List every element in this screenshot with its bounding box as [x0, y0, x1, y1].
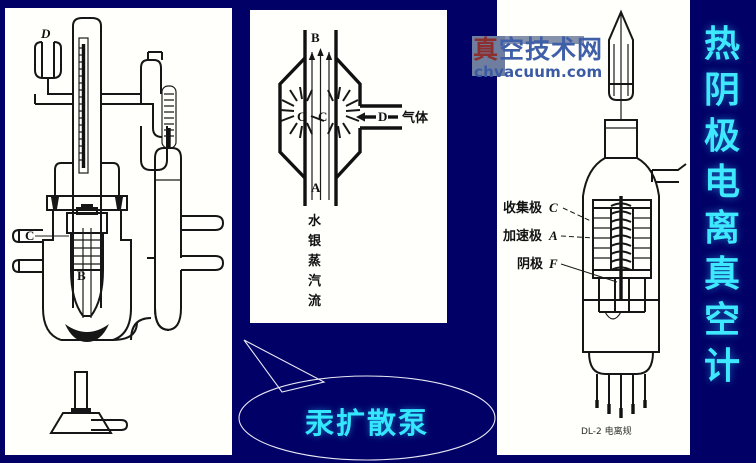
schematic-body: [278, 30, 402, 206]
title-char-4: 离: [703, 208, 740, 249]
pump-schematic-drawing: B A C C D 气体 水 银 蒸 汽 流: [278, 30, 429, 309]
label-collector-cn: 收集极: [503, 200, 543, 216]
figure-panel-ionization-gauge: 收集极 C 加速极 A 阴极 F DL-2 电离规: [497, 0, 690, 455]
title-char-5: 真: [703, 254, 740, 295]
title-char-0: 热: [703, 24, 740, 65]
grid-helix: [610, 202, 632, 271]
figure-caption-dl2: DL-2 电离规: [581, 425, 632, 437]
label-B: B: [77, 268, 86, 283]
svg-text:蒸: 蒸: [308, 253, 321, 269]
label-B: B: [311, 30, 320, 45]
title-char-7: 计: [703, 346, 740, 387]
gauge-tube: [582, 9, 687, 418]
leader-line-cathode: [560, 263, 618, 283]
svg-text:汽: 汽: [308, 273, 321, 289]
label-cathode-symbol: F: [548, 256, 558, 271]
label-accelerator-symbol: A: [548, 228, 558, 243]
label-collector-symbol: C: [549, 200, 558, 215]
callout-pointer-tail: [243, 339, 326, 393]
label-C: C: [25, 228, 34, 243]
label-accelerator-cn: 加速极: [502, 228, 543, 244]
heater-burst-left: [279, 86, 325, 139]
label-D: D: [378, 109, 387, 124]
callout-label: 汞扩散泵: [304, 406, 429, 440]
figure-panel-mercury-diffusion-pump: D C B: [5, 8, 232, 455]
title-char-1: 阴: [703, 70, 740, 111]
watermark-first-char: 真: [473, 35, 500, 64]
slide-vertical-title: 热 阴 极 电 离 真 空 计: [696, 22, 748, 390]
label-A: A: [311, 180, 321, 195]
callout-shape: [238, 339, 496, 461]
leader-line-collector: [562, 207, 594, 223]
label-C-right: C: [318, 109, 327, 124]
mercury-diffusion-pump-drawing: D C B: [11, 17, 225, 434]
dl2-ionization-gauge-drawing: 收集极 C 加速极 A 阴极 F DL-2 电离规: [502, 9, 687, 437]
svg-text:流: 流: [308, 293, 321, 309]
title-char-6: 空: [703, 300, 740, 341]
graduation-ticks: [79, 47, 84, 161]
label-cathode-cn: 阴极: [517, 256, 544, 272]
label-D: D: [40, 26, 51, 41]
label-C-left: C: [297, 109, 306, 124]
label-vapour-stream: 水 银 蒸 汽 流: [308, 213, 322, 309]
title-char-3: 电: [703, 162, 740, 203]
callout-mercury-diffusion-pump: 汞扩散泵: [236, 330, 498, 463]
heater-burst-right: [327, 86, 361, 139]
leader-line-accelerator: [560, 235, 596, 239]
svg-text:水: 水: [308, 213, 322, 229]
figure-panel-pump-schematic: B A C C D 气体 水 银 蒸 汽 流: [250, 10, 447, 323]
electrode-assembly: [592, 196, 652, 320]
gauge-labels: 收集极 C 加速极 A 阴极 F: [502, 200, 618, 283]
pump-glassware: [11, 17, 225, 434]
label-gas: 气体: [402, 110, 429, 126]
callout-ellipse: [238, 375, 496, 461]
svg-text:银: 银: [308, 233, 322, 249]
title-char-2: 极: [703, 116, 740, 157]
